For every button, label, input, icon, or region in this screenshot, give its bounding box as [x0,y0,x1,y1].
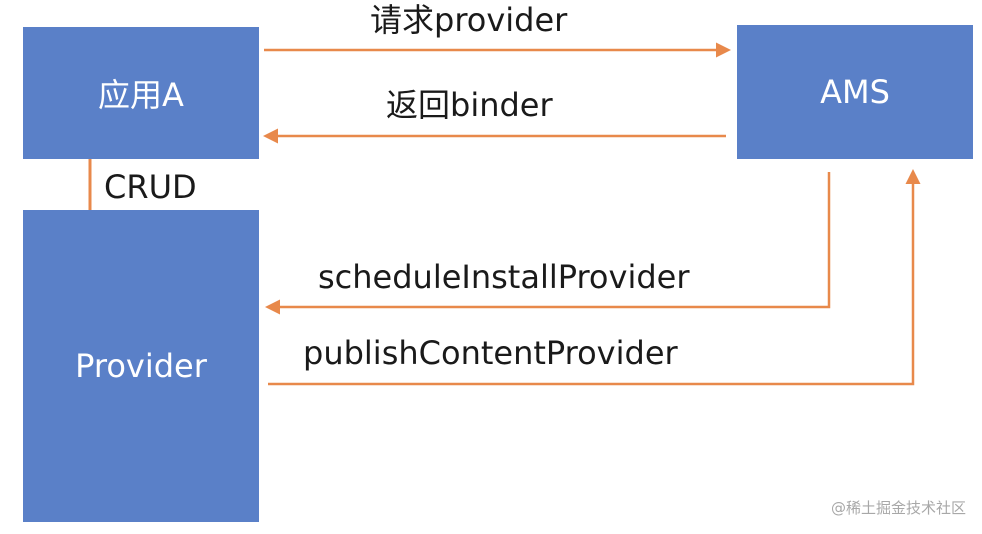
watermark: @稀土掘金技术社区 [830,499,966,517]
crud-label: CRUD [104,168,197,206]
provider-node-label: Provider [75,347,207,385]
request-provider-label: 请求provider [370,1,568,39]
ams-node-label: AMS [820,73,890,111]
app-node-label: 应用A [98,76,184,114]
app-node: 应用A [23,27,259,159]
ams-node: AMS [737,25,973,159]
schedule-install-provider-label: scheduleInstallProvider [318,258,690,296]
publish-content-provider-label: publishContentProvider [303,334,678,372]
arrow-schedule-install-provider [265,172,831,315]
return-binder-label: 返回binder [386,86,553,124]
provider-node: Provider [23,210,259,522]
arrow-publish-content-provider [268,169,921,386]
